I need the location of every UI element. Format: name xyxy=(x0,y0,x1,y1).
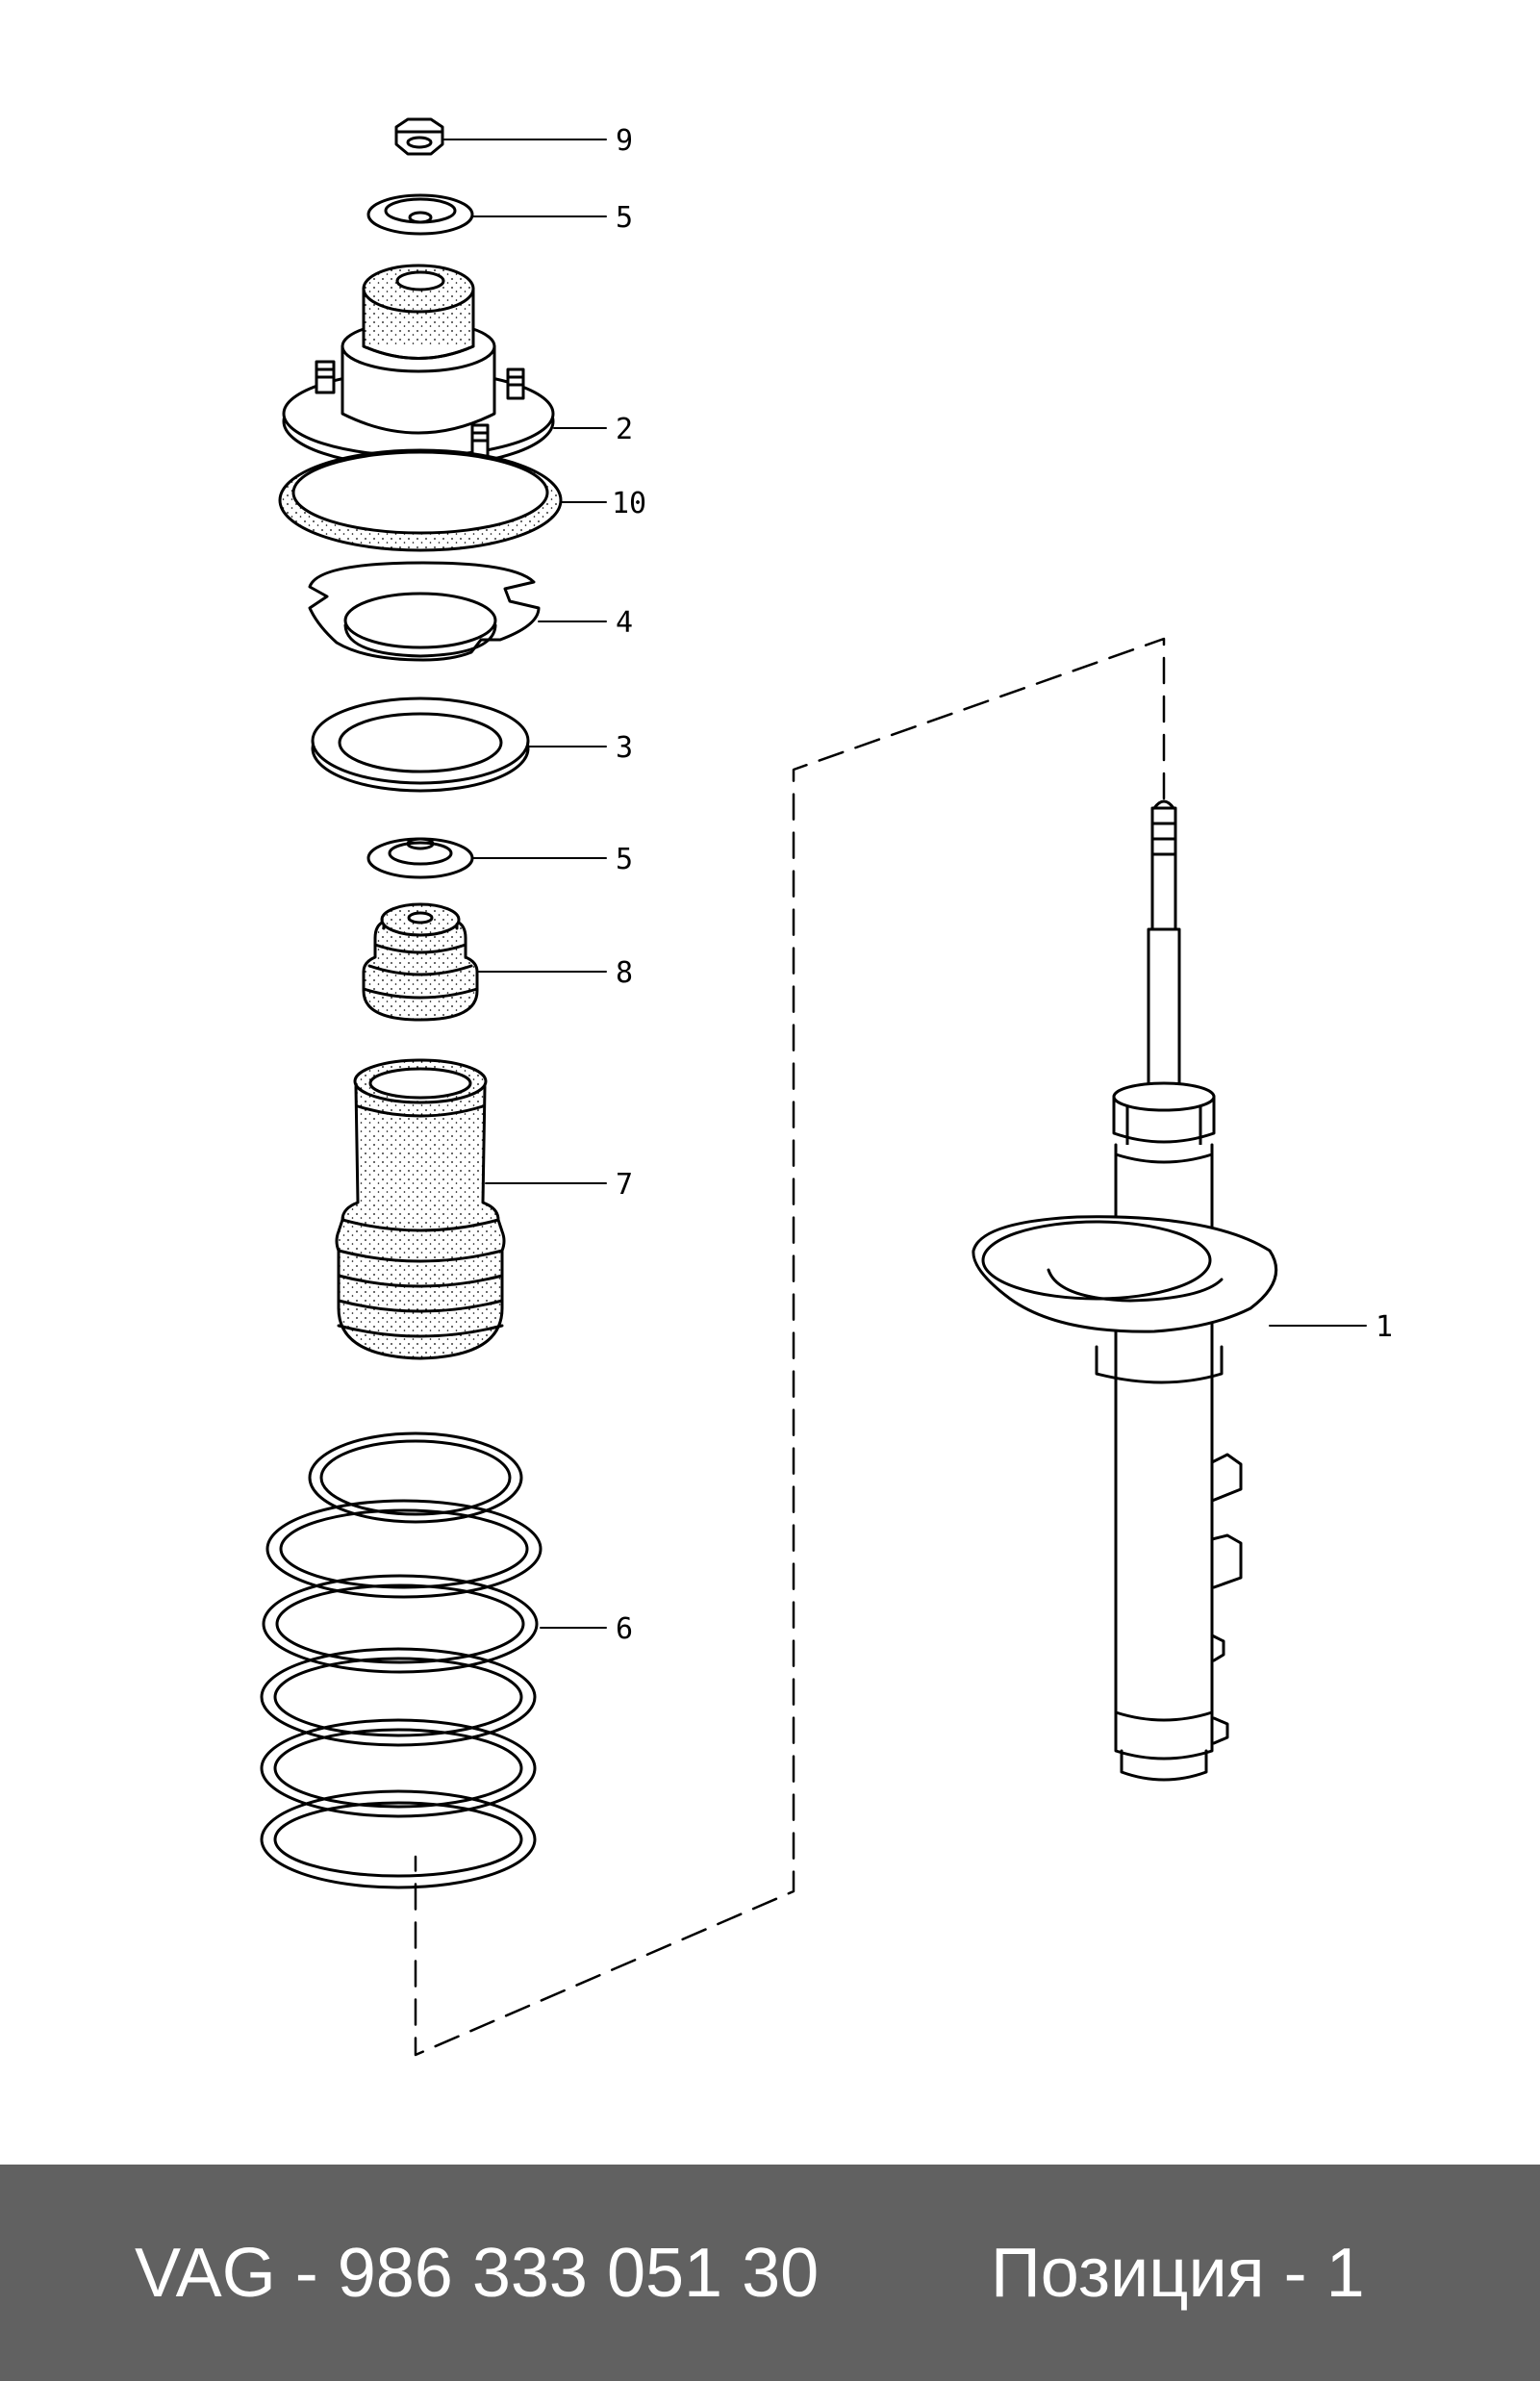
callout-7: 7 xyxy=(616,1168,633,1202)
callout-5-lower: 5 xyxy=(616,843,633,876)
assembly-centerline xyxy=(414,637,1166,2057)
part-1-shock-absorber xyxy=(972,799,1278,1782)
part-4-spring-seat xyxy=(308,561,541,662)
part-7-dust-boot xyxy=(335,1058,506,1360)
exploded-strut-diagram: 9 5 2 10 4 3 5 8 7 6 1 xyxy=(260,117,1393,2057)
callout-3: 3 xyxy=(616,731,633,765)
callout-labels: 9 5 2 10 4 3 5 8 7 6 1 xyxy=(612,124,1393,1646)
callout-4: 4 xyxy=(616,606,633,640)
part-info-footer: VAG - 986 333 051 30 Позиция - 1 xyxy=(0,2165,1540,2381)
callout-9: 9 xyxy=(616,124,633,158)
part-9-nut xyxy=(394,117,444,156)
part-number-label: VAG - 986 333 051 30 xyxy=(135,2234,820,2312)
part-8-bump-stop xyxy=(362,902,479,1022)
part-5-upper-washer xyxy=(366,193,474,236)
leader-lines xyxy=(443,139,1367,1629)
callout-10: 10 xyxy=(612,487,646,520)
part-3-bearing-ring xyxy=(311,697,530,793)
part-10-gasket-ring xyxy=(278,448,563,552)
part-5-lower-washer xyxy=(366,837,474,879)
callout-2: 2 xyxy=(616,413,633,446)
callout-1: 1 xyxy=(1376,1310,1393,1344)
callout-8: 8 xyxy=(616,956,633,990)
part-2-strut-mount xyxy=(282,264,555,469)
part-6-coil-spring xyxy=(260,1431,543,1889)
callout-6: 6 xyxy=(616,1612,633,1646)
callout-5-upper: 5 xyxy=(616,201,633,235)
position-label: Позиция - 1 xyxy=(991,2234,1365,2312)
